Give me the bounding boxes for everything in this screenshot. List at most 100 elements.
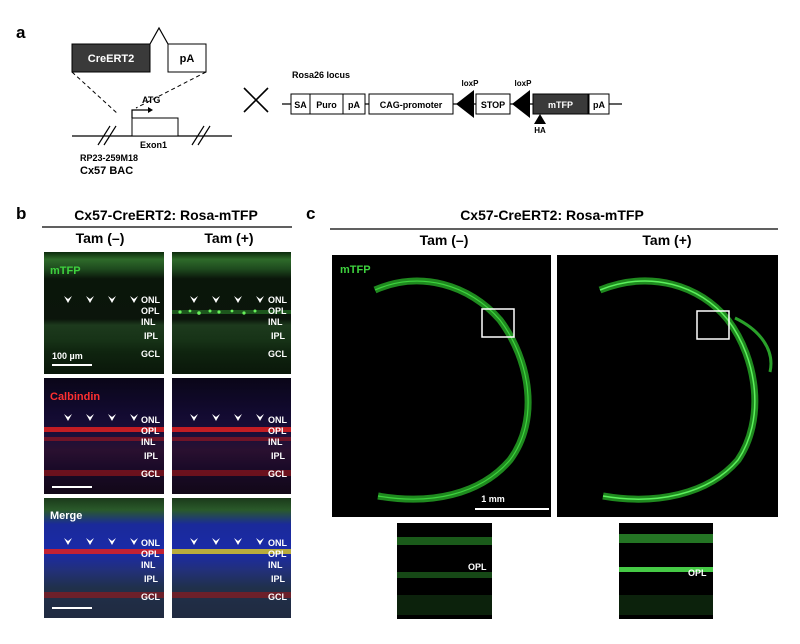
svg-text:OPL: OPL [141,426,160,436]
stop-box [475,93,511,115]
pa1-box [342,93,366,115]
svg-text:ONL: ONL [268,415,288,425]
pa-top-label: pA [180,53,195,65]
section-scale-label: 1 mm [481,494,505,504]
exon1-box [131,117,179,137]
inset-plus-band-1 [619,534,713,543]
inset-plus-opl-label: OPL [688,568,707,578]
panel-c: c Cx57-CreERT2: Rosa-mTFP Tam (–) Tam (+… [306,204,778,619]
inset-minus-opl-label: OPL [468,562,487,572]
merge-plus-opl-band [172,549,291,554]
scale-label-100um: 100 µm [52,351,83,361]
mtfp-plus-opl-dots [172,309,291,315]
atg-arrowhead [148,107,153,113]
atg-label: ATG [142,95,160,105]
calbindin-plus-inl-band [172,437,291,441]
svg-text:GCL: GCL [141,349,161,359]
panel-b-col-minus: Tam (–) [76,230,125,246]
svg-text:INL: INL [141,317,156,327]
svg-text:OPL: OPL [268,549,287,559]
insert-line-right [135,71,207,109]
break-mark-3 [191,125,205,146]
mtfp-label: mTFP [548,100,573,110]
intron-wedge [149,26,169,45]
calbindin-plus-gcl-band [172,470,291,476]
svg-text:GCL: GCL [268,592,288,602]
retina-arc-plus [598,277,773,503]
svg-text:INL: INL [268,560,283,570]
bac-name: Cx57 BAC [80,165,133,177]
svg-text:IPL: IPL [144,574,159,584]
ha-label: HA [534,126,546,135]
inset-minus-band-1 [397,537,492,545]
panel-c-title: Cx57-CreERT2: Rosa-mTFP [460,207,644,223]
cag-box [368,93,454,115]
cross-mark-b [243,87,269,113]
merge-minus-gcl-band [44,592,164,598]
calbindin-plus-opl-band [172,427,291,432]
row-label-mtfp: mTFP [50,265,81,277]
panel-b: b Cx57-CreERT2: Rosa-mTFP Tam (–) Tam (+… [16,204,292,618]
inset-plus-band-2 [619,567,713,572]
inset-minus-band-2 [397,572,492,578]
rosa-locus-label: Rosa26 locus [292,70,350,80]
atg-arrow [131,109,148,118]
svg-text:OPL: OPL [268,306,287,316]
svg-text:IPL: IPL [144,451,159,461]
svg-text:INL: INL [141,560,156,570]
mtfp-box [532,93,589,115]
panel-a: a CreERT2 pA ATG Exon1 RP23-259M18 Cx57 … [16,23,622,177]
svg-text:INL: INL [141,437,156,447]
row-label-merge: Merge [50,510,82,522]
svg-text:ONL: ONL [141,295,161,305]
creert2-box [71,43,151,73]
sa-label: SA [294,100,307,110]
svg-text:GCL: GCL [268,349,288,359]
svg-text:IPL: IPL [271,451,286,461]
svg-text:IPL: IPL [271,574,286,584]
loxp1-triangle [456,90,474,118]
section-minus [332,255,551,517]
layer-labels-plus: ONL OPL INL IPL GCL ONL OPL INL IPL GCL … [268,295,288,602]
bac-id: RP23-259M18 [80,153,138,163]
panel-c-col-plus: Tam (+) [642,232,691,248]
inset-plus-band-3 [619,595,713,615]
ha-triangle [534,114,546,124]
svg-text:GCL: GCL [268,469,288,479]
micrograph-mtfp-plus [172,252,291,374]
inset-minus-band-3 [397,595,492,615]
svg-text:ONL: ONL [268,538,288,548]
stop-label: STOP [481,100,505,110]
puro-label: Puro [316,100,337,110]
calbindin-minus-opl-band [44,427,164,432]
arrowheads [64,296,264,545]
section-plus [557,255,778,517]
svg-text:ONL: ONL [268,295,288,305]
svg-text:ONL: ONL [141,538,161,548]
layer-labels-minus: ONL OPL INL IPL GCL ONL OPL INL IPL GCL … [141,295,161,602]
pa1-label: pA [348,100,360,110]
break-mark-4 [197,125,211,146]
section-channel-label: mTFP [340,264,371,276]
svg-text:INL: INL [268,317,283,327]
calbindin-minus-inl-band [44,437,164,441]
creert2-label: CreERT2 [88,53,134,65]
svg-text:GCL: GCL [141,469,161,479]
loxp2-label: loxP [515,79,533,88]
break-mark-1 [97,125,111,146]
row-label-calbindin: Calbindin [50,391,100,403]
panel-b-title: Cx57-CreERT2: Rosa-mTFP [74,207,258,223]
pa-top-box [167,43,207,73]
cag-label: CAG-promoter [380,100,443,110]
break-mark-2 [103,125,117,146]
panel-b-col-plus: Tam (+) [204,230,253,246]
svg-text:GCL: GCL [141,592,161,602]
svg-text:OPL: OPL [141,306,160,316]
panel-c-col-minus: Tam (–) [420,232,469,248]
calbindin-minus-gcl-band [44,470,164,476]
pa2-label: pA [593,100,605,110]
merge-plus-gcl-band [172,592,291,598]
svg-text:INL: INL [268,437,283,447]
insert-line-left [71,71,119,115]
